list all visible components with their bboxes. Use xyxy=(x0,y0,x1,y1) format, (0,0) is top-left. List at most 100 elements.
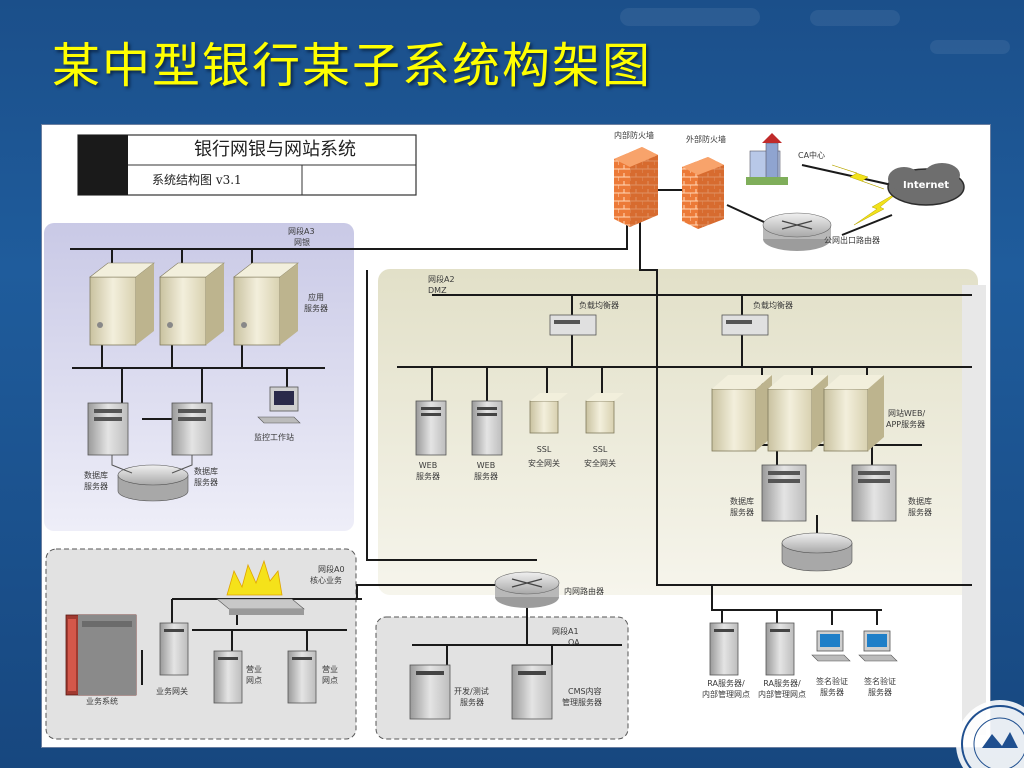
ra-server-icon xyxy=(709,622,739,676)
db-server-label: 数据库 xyxy=(194,467,218,476)
app-server-icon xyxy=(159,262,225,346)
web-server-label: 服务器 xyxy=(416,472,440,481)
business-gateway-label: 业务网关 xyxy=(156,687,188,696)
outer-firewall-icon xyxy=(682,157,724,229)
inner-router-icon xyxy=(494,571,560,608)
branch-label: 网点 xyxy=(246,676,262,685)
internet-cloud-icon xyxy=(887,163,965,206)
signature-server-label: 服务器 xyxy=(820,688,844,697)
website-app-server-label: 网站WEB/ xyxy=(888,409,926,418)
ssl-gateway-label: 安全网关 xyxy=(584,459,616,468)
cms-label: CMS内容 xyxy=(568,687,602,696)
inner-router-label: 内网路由器 xyxy=(564,587,604,596)
header-subtitle: 系统结构图 v3.1 xyxy=(152,173,242,187)
branch-label: 营业 xyxy=(246,665,262,674)
ssl-gateway-label: SSL xyxy=(592,445,608,454)
outer-firewall-label: 外部防火墙 xyxy=(686,135,726,144)
db-server-label: 服务器 xyxy=(730,508,754,517)
seg-a3-sublabel: 网银 xyxy=(294,238,310,247)
slide-glare xyxy=(620,8,760,26)
signature-server-label: 服务器 xyxy=(868,688,892,697)
business-system-label: 业务系统 xyxy=(86,697,118,706)
load-balancer-label: 负载均衡器 xyxy=(579,301,619,310)
seg-a1-label: 网段A1 xyxy=(552,627,579,636)
university-seal-icon xyxy=(956,700,1024,768)
app-server-label: 服务器 xyxy=(304,304,328,313)
header-box xyxy=(77,134,417,196)
public-router-label: 公网出口路由器 xyxy=(824,236,880,245)
website-app-server-icon xyxy=(823,375,884,452)
db-server-label: 服务器 xyxy=(84,482,108,491)
ssl-gateway-icon xyxy=(529,393,568,434)
monitor-station-icon xyxy=(257,386,301,424)
dev-test-label: 服务器 xyxy=(460,698,484,707)
ssl-gateway-icon xyxy=(585,393,624,434)
seg-a0-sublabel: 核心业务 xyxy=(310,576,342,585)
database-server-icon xyxy=(761,464,807,522)
db-server-label: 服务器 xyxy=(194,478,218,487)
signature-server-label: 签名验证 xyxy=(864,677,896,686)
database-server-icon xyxy=(171,402,213,456)
seg-a3-label: 网段A3 xyxy=(288,227,315,236)
db-server-label: 服务器 xyxy=(908,508,932,517)
ca-center-label: CA中心 xyxy=(798,151,826,160)
ssl-gateway-label: 安全网关 xyxy=(528,459,560,468)
website-app-server-label: APP服务器 xyxy=(886,420,926,429)
database-server-icon xyxy=(87,402,129,456)
architecture-diagram: 银行网银与网站系统 系统结构图 v3.1 内部防火墙 外部防火墙 CA中心 In… xyxy=(41,124,991,748)
core-switch-fire-icon xyxy=(216,559,305,615)
app-server-icon xyxy=(89,262,155,346)
dev-test-label: 开发/测试 xyxy=(454,687,489,696)
branch-server-icon xyxy=(287,650,317,704)
signature-workstation-icon xyxy=(811,630,851,662)
inner-firewall-icon xyxy=(614,147,658,227)
seg-a0-label: 网段A0 xyxy=(318,565,345,574)
branch-label: 网点 xyxy=(322,676,338,685)
cms-server-icon xyxy=(511,664,553,720)
db-server-label: 数据库 xyxy=(84,471,108,480)
zone-a2 xyxy=(378,269,978,595)
db-server-label: 数据库 xyxy=(908,497,932,506)
ra-server-icon xyxy=(765,622,795,676)
signature-workstation-icon xyxy=(858,630,898,662)
app-server-icon xyxy=(233,262,299,346)
website-app-server-icon xyxy=(767,375,828,452)
inner-firewall-label: 内部防火墙 xyxy=(614,131,654,140)
branch-label: 营业 xyxy=(322,665,338,674)
dev-test-server-icon xyxy=(409,664,451,720)
database-server-icon xyxy=(851,464,897,522)
slide-glare xyxy=(930,40,1010,54)
ca-center-icon xyxy=(746,133,788,185)
load-balancer-label: 负载均衡器 xyxy=(753,301,793,310)
disk-array-icon xyxy=(781,532,853,572)
header-title: 银行网银与网站系统 xyxy=(194,139,356,160)
cms-label: 管理服务器 xyxy=(562,698,602,707)
web-server-label: 服务器 xyxy=(474,472,498,481)
app-server-label: 应用 xyxy=(308,293,324,302)
network-lines xyxy=(70,164,972,685)
website-app-server-icon xyxy=(711,375,772,452)
load-balancer-icon xyxy=(721,314,769,336)
diagram-canvas xyxy=(44,133,986,740)
slide-glare xyxy=(810,10,900,26)
db-server-label: 数据库 xyxy=(730,497,754,506)
slide-title: 某中型银行某子系统构架图 xyxy=(52,38,653,94)
branch-server-icon xyxy=(213,650,243,704)
ra-server-label: 内部管理网点 xyxy=(758,690,806,699)
internet-label: Internet xyxy=(902,180,950,191)
ra-server-label: 内部管理网点 xyxy=(702,690,750,699)
seg-a2-sublabel: DMZ xyxy=(428,286,447,295)
public-router-icon xyxy=(762,212,832,251)
ra-server-label: RA服务器/ xyxy=(763,679,801,688)
monitor-station-label: 监控工作站 xyxy=(254,433,294,442)
disk-links xyxy=(111,455,193,474)
business-system-icon xyxy=(65,614,137,696)
web-server-label: WEB xyxy=(418,461,438,470)
business-gateway-icon xyxy=(159,622,189,676)
seg-a2-label: 网段A2 xyxy=(428,275,455,284)
zone-a2-shadow xyxy=(962,285,986,735)
disk-array-icon xyxy=(117,464,189,502)
web-server-label: WEB xyxy=(476,461,496,470)
web-server-icon xyxy=(415,400,447,456)
ra-server-label: RA服务器/ xyxy=(707,679,745,688)
